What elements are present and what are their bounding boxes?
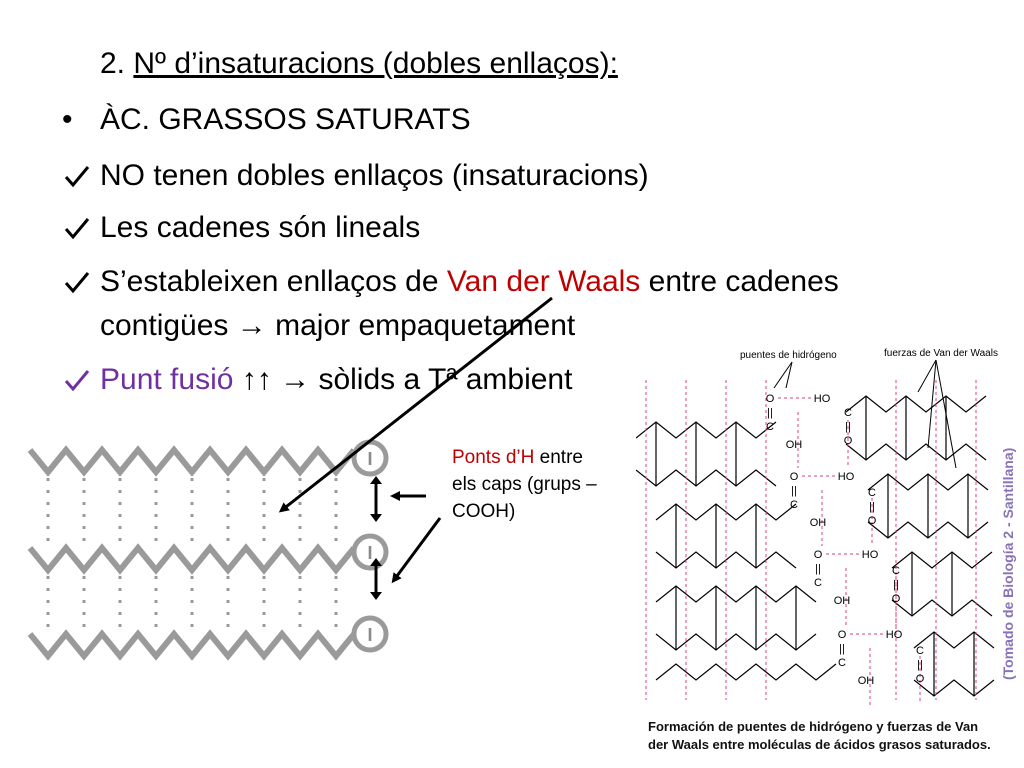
svg-text:OH: OH: [858, 675, 875, 687]
svg-text:C: C: [814, 577, 822, 589]
vdw-pointer-arrow: [278, 296, 553, 513]
label-vdw: fuerzas de Van der Waals: [884, 348, 998, 359]
svg-text:C: C: [868, 487, 876, 499]
point-no-double-bonds: NO tenen dobles enllaços (insaturacions): [100, 159, 649, 192]
point-van-der-waals-line2: contigües → major empaquetament: [100, 309, 576, 342]
polar-head-label: I: [367, 449, 372, 469]
heading-number: 2.: [100, 47, 126, 80]
svg-text:C: C: [844, 407, 852, 419]
svg-text:OH: OH: [834, 595, 851, 607]
check-icon: [64, 370, 90, 392]
svg-text:C: C: [916, 645, 924, 657]
svg-text:HO: HO: [862, 549, 879, 561]
svg-text:||: ||: [767, 407, 773, 419]
svg-text:HO: HO: [838, 471, 855, 483]
svg-text:||: ||: [869, 501, 875, 513]
point-linear-chains: Les cadenes són lineals: [100, 211, 421, 244]
check-icon: [64, 218, 90, 240]
svg-text:C: C: [838, 657, 846, 669]
section-title: ÀC. GRASSOS SATURATS: [100, 103, 471, 136]
svg-text:O: O: [766, 393, 775, 405]
svg-text:O: O: [838, 629, 847, 641]
polar-head-label: I: [367, 625, 372, 645]
chain-1: [27, 445, 357, 477]
point-van-der-waals: S’estableixen enllaços de Van der Waals …: [100, 265, 839, 298]
svg-text:O: O: [868, 515, 877, 527]
melting-point-highlight: Punt fusió: [100, 363, 242, 396]
svg-text:||: ||: [791, 485, 797, 497]
check-icon: [64, 272, 90, 294]
polar-head-3: [351, 615, 389, 653]
svg-text:O: O: [790, 471, 799, 483]
svg-text:||: ||: [893, 579, 899, 591]
svg-text:OH: OH: [786, 439, 803, 451]
polar-head-2: [351, 533, 389, 571]
van-der-waals-highlight: Van der Waals: [446, 265, 641, 298]
svg-text:HO: HO: [886, 629, 903, 641]
heading-text: Nº d’insaturacions (dobles enllaços):: [133, 47, 618, 80]
svg-text:O: O: [844, 435, 853, 447]
figure-credit: (Tomado de Biología 2 - Santillana): [1000, 447, 1016, 680]
chain-3: [27, 629, 357, 661]
check-icon: [64, 166, 90, 188]
slide-heading: 2. Nº d’insaturacions (dobles enllaços):: [100, 46, 618, 82]
polar-head-label: I: [367, 543, 372, 563]
svg-text:C: C: [766, 421, 774, 433]
bullet-dot: •: [62, 103, 73, 136]
saturated-chains-figure: I I I: [27, 439, 389, 661]
svg-text:OH: OH: [810, 517, 827, 529]
label-hbonds: puentes de hidrógeno: [740, 350, 837, 361]
hbond-vdw-figure: puentes de hidrógeno fuerzas de Van der …: [636, 348, 998, 706]
svg-text:C: C: [790, 499, 798, 511]
svg-text:HO: HO: [814, 393, 831, 405]
svg-text:C: C: [892, 565, 900, 577]
svg-text:O: O: [814, 549, 823, 561]
up-arrows-icon: ↑↑: [241, 363, 272, 396]
head-pointer-arrow: [391, 517, 442, 584]
chain-2: [27, 543, 357, 575]
svg-text:O: O: [916, 673, 925, 685]
svg-text:||: ||: [815, 563, 821, 575]
hbond-callout: Ponts d’H entre els caps (grups – COOH): [452, 447, 597, 522]
point-melting-point: Punt fusió ↑↑ → sòlids a Tª ambient: [100, 363, 573, 396]
svg-text:||: ||: [917, 659, 923, 671]
svg-text:||: ||: [845, 421, 851, 433]
svg-text:||: ||: [839, 643, 845, 655]
arrow-right-icon: →: [280, 363, 311, 396]
arrow-right-icon: →: [236, 309, 267, 342]
svg-text:O: O: [892, 593, 901, 605]
figure-caption: Formación de puentes de hidrógeno y fuer…: [648, 719, 991, 752]
